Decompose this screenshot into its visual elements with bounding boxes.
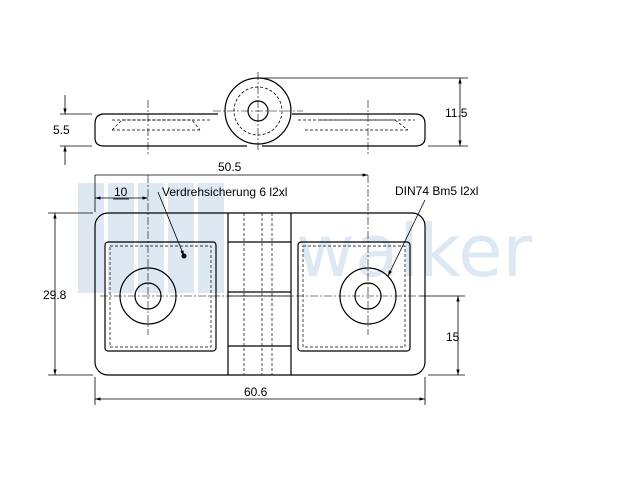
callout-screw: DIN74 Bm5 l2xl xyxy=(387,184,478,277)
side-left-leaf xyxy=(94,113,247,147)
dim-side-height-label: 11.5 xyxy=(445,106,468,120)
left-pocket xyxy=(104,241,217,352)
right-pocket xyxy=(297,241,411,352)
side-right-leaf xyxy=(262,113,426,147)
dim-total-height: 29.8 xyxy=(43,212,93,376)
dim-hole-center-height-label: 15 xyxy=(446,330,460,344)
dim-hole-offset-label: 10 xyxy=(114,185,128,199)
callout-pin-label: Verdrehsicherung 6 l2xl xyxy=(162,185,287,199)
dim-side-height: 11.5 xyxy=(262,77,468,147)
dim-total-width-label: 60.6 xyxy=(244,385,268,399)
dim-hole-center-height: 15 xyxy=(420,295,465,376)
top-view xyxy=(94,175,426,376)
watermark-logo: walker xyxy=(78,183,532,293)
dim-hole-centers-label: 50.5 xyxy=(218,160,242,174)
dim-total-height-label: 29.8 xyxy=(43,288,67,302)
side-view xyxy=(94,72,426,155)
dim-side-thickness: 5.5 xyxy=(53,95,92,165)
callout-screw-label: DIN74 Bm5 l2xl xyxy=(395,184,478,198)
dim-side-thickness-label: 5.5 xyxy=(53,123,70,137)
dim-total-width: 60.6 xyxy=(94,377,426,405)
dim-hole-offset: 10 xyxy=(95,185,148,200)
dim-hole-centers: 50.5 xyxy=(94,160,368,212)
hinge-outline xyxy=(94,212,426,376)
callout-pin: Verdrehsicherung 6 l2xl xyxy=(157,185,287,257)
